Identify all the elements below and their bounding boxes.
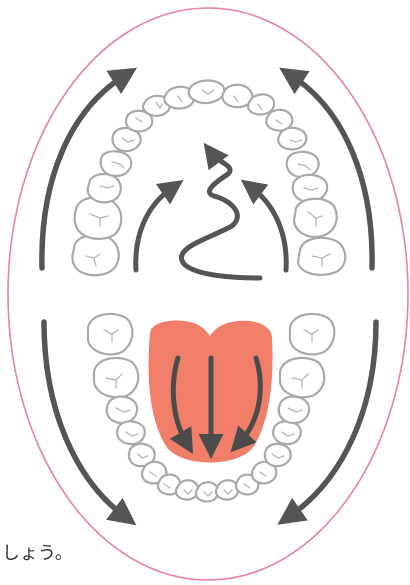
tooth-icon: [176, 480, 198, 499]
tooth-icon: [273, 421, 301, 444]
tooth-icon: [117, 421, 145, 444]
arrow-icon: [136, 188, 172, 270]
tooth-icon: [287, 152, 319, 177]
tooth-icon: [298, 238, 345, 275]
tooth-icon: [88, 314, 132, 354]
tooth-icon: [72, 235, 118, 275]
tooth-icon: [75, 197, 122, 239]
tooth-icon: [265, 444, 291, 466]
arrow-icon: [182, 154, 260, 278]
caption-text: しょう。: [2, 539, 73, 565]
tooth-icon: [216, 480, 238, 499]
tooth-icon: [280, 358, 324, 397]
tooth-icon: [88, 174, 121, 202]
tooth-icon: [196, 482, 218, 501]
tooth-icon: [189, 81, 224, 104]
tooth-icon: [94, 358, 138, 397]
upper-teeth: [72, 81, 345, 276]
tooth-icon: [293, 175, 327, 202]
tooth-icon: [279, 397, 309, 424]
inner-arrows: [136, 154, 286, 278]
tooth-icon: [248, 94, 274, 114]
tooth-icon: [107, 397, 137, 424]
tooth-icon: [278, 128, 306, 150]
arrow-icon: [252, 188, 286, 270]
